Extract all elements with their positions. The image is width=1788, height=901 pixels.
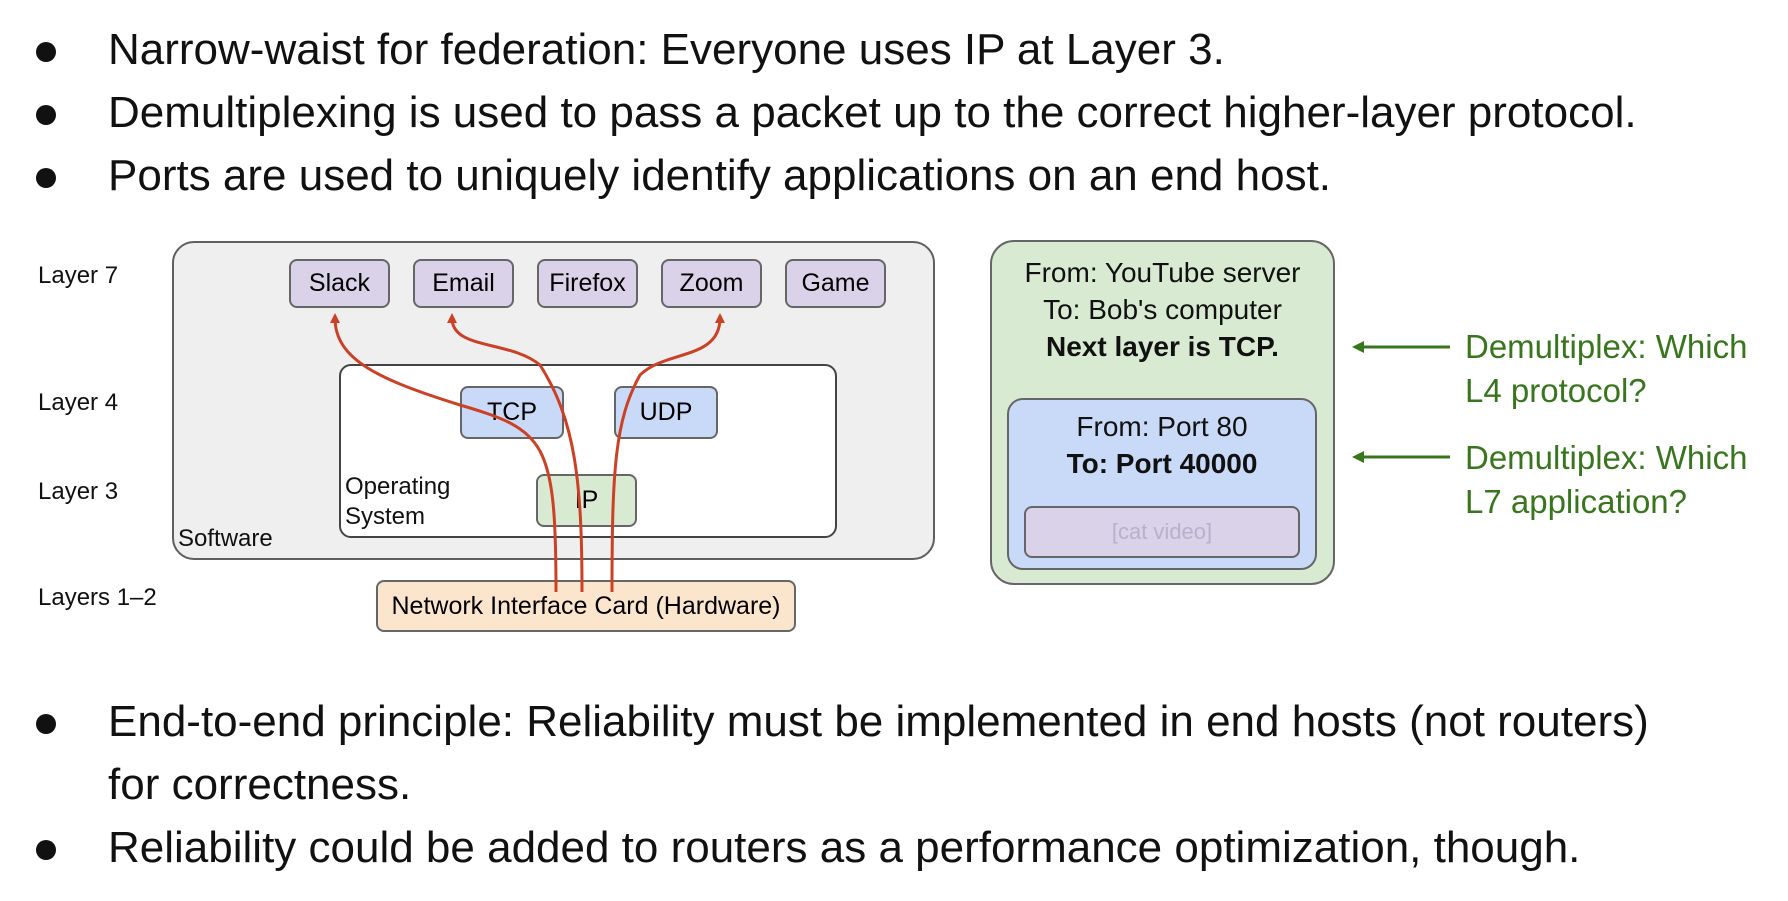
nic-box: Network Interface Card (Hardware) [376, 580, 796, 632]
packet-to: To: Bob's computer [1043, 294, 1282, 325]
bullet-dot [36, 42, 56, 62]
app-slack: Slack [289, 259, 390, 308]
tcp-box: TCP [460, 386, 564, 439]
arrow-nic-to-zoom [610, 313, 725, 593]
bottom-bullet-list: End-to-end principle: Reliability must b… [0, 690, 1788, 879]
bullet-reliability-routers: Reliability could be added to routers as… [0, 816, 1788, 879]
payload-box: [cat video] [1024, 506, 1300, 558]
demux-l7-line1: Demultiplex: Which [1465, 439, 1748, 476]
os-label-line1: Operating [345, 473, 451, 500]
bullet-end-to-end-continued: for correctness. [0, 753, 1788, 816]
app-game: Game [785, 259, 886, 308]
bullet-text: Demultiplexing is used to pass a packet … [108, 88, 1637, 137]
arrow-nic-to-slack [330, 313, 558, 593]
bullet-dot [36, 714, 56, 734]
packet-next-layer: Next layer is TCP. [1046, 331, 1279, 362]
layer-4-label: Layer 4 [38, 389, 119, 416]
top-bullet-list: Narrow-waist for federation: Everyone us… [0, 18, 1788, 207]
bullet-text: Narrow-waist for federation: Everyone us… [108, 25, 1225, 74]
bullet-end-to-end: End-to-end principle: Reliability must b… [0, 690, 1788, 753]
app-email: Email [413, 259, 514, 308]
software-label: Software [178, 525, 273, 552]
arrow-nic-to-email [447, 313, 584, 593]
bullet-demultiplexing: Demultiplexing is used to pass a packet … [0, 81, 1788, 144]
demux-l4-line1: Demultiplex: Which [1465, 328, 1748, 365]
layer-7-label: Layer 7 [38, 262, 119, 289]
bullet-text: End-to-end principle: Reliability must b… [108, 697, 1649, 746]
bullet-dot [36, 105, 56, 125]
bullet-text: Ports are used to uniquely identify appl… [108, 151, 1332, 200]
bullet-dot [36, 168, 56, 188]
os-label-line2: System [345, 503, 426, 530]
packet-from: From: YouTube server [1024, 257, 1301, 288]
demux-l7-line2: L7 application? [1465, 483, 1688, 520]
layers-1-2-label: Layers 1–2 [38, 584, 157, 611]
segment-to-port: To: Port 40000 [1066, 448, 1258, 479]
bullet-text: for correctness. [108, 760, 412, 809]
udp-box: UDP [614, 386, 718, 439]
bullet-text: Reliability could be added to routers as… [108, 823, 1581, 872]
bullet-dot [36, 840, 56, 860]
bullet-narrow-waist: Narrow-waist for federation: Everyone us… [0, 18, 1788, 81]
demux-l4-line2: L4 protocol? [1465, 372, 1647, 409]
segment-from-port: From: Port 80 [1076, 411, 1248, 442]
bullet-ports: Ports are used to uniquely identify appl… [0, 144, 1788, 207]
layer-3-label: Layer 3 [38, 478, 119, 505]
app-zoom: Zoom [661, 259, 762, 308]
app-firefox: Firefox [537, 259, 638, 308]
